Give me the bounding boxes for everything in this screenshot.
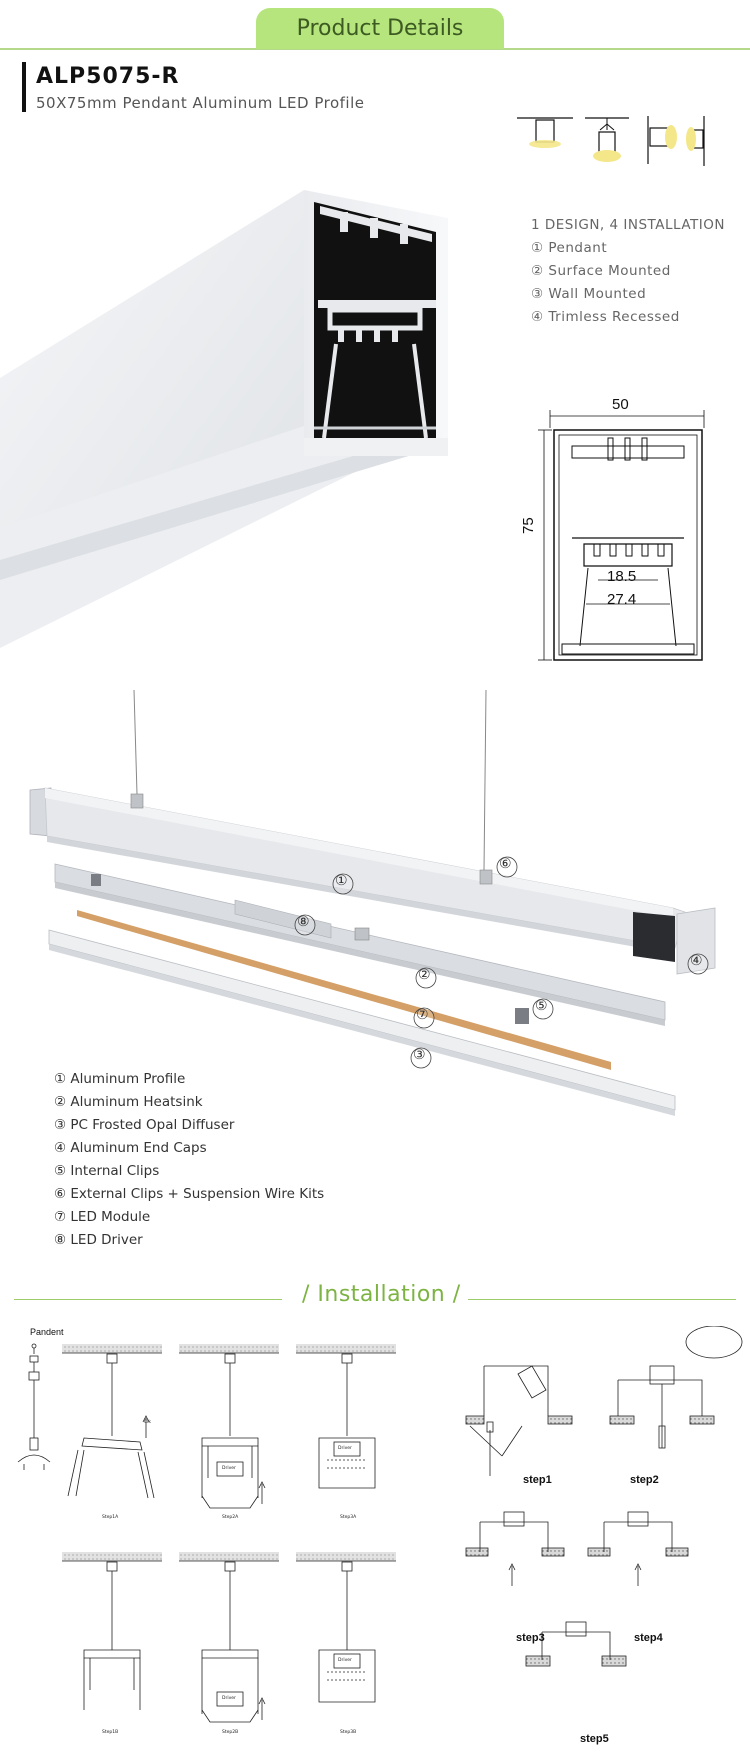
pendant-label: Pandent (30, 1327, 64, 1337)
callout-3: ③ (413, 1047, 426, 1063)
title-accent-bar (22, 62, 26, 112)
dimension-width: 50 (612, 396, 629, 413)
installation-divider-right (468, 1299, 736, 1300)
recessed-step-label: step1 (523, 1474, 552, 1486)
profile-3d-render (0, 190, 448, 648)
pendant-step-label: Step2A (222, 1515, 239, 1520)
callout-1: ① (335, 873, 348, 889)
driver-label: Driver (222, 1696, 236, 1701)
product-code: ALP5075-R (36, 64, 180, 89)
design-option: ③ Wall Mounted (531, 286, 647, 302)
suspension-kit-icon (17, 1343, 51, 1470)
pendant-step-label: Step3B (340, 1730, 357, 1735)
part-item: ④ Aluminum End Caps (54, 1140, 207, 1156)
installation-type-icons (517, 116, 705, 166)
header-divider (0, 48, 750, 50)
design-option: ② Surface Mounted (531, 263, 671, 279)
recessed-step-label: step5 (580, 1733, 609, 1745)
pendant-icon (517, 117, 573, 148)
surface-mounted-icon (585, 117, 629, 162)
part-item: ⑦ LED Module (54, 1209, 151, 1225)
pendant-step-label: Step3A (340, 1515, 357, 1520)
dimension-inner-top: 18.5 (607, 568, 637, 585)
driver-label: Driver (338, 1446, 352, 1451)
recessed-installation-diagrams (465, 1326, 743, 1667)
recessed-step-label: step2 (630, 1474, 659, 1486)
callout-8: ⑧ (297, 914, 310, 930)
recessed-step-label: step3 (516, 1632, 545, 1644)
design-option: ① Pendant (531, 240, 608, 256)
part-item: ① Aluminum Profile (54, 1071, 186, 1087)
parts-list: ① Aluminum Profile ② Aluminum Heatsink ③… (54, 1068, 324, 1252)
part-item: ⑤ Internal Clips (54, 1163, 160, 1179)
wall-mounted-icon (647, 116, 677, 164)
trimless-recessed-icon (686, 116, 705, 166)
callout-5: ⑤ (535, 998, 548, 1014)
installation-title: / Installation / (302, 1282, 461, 1307)
part-item: ⑥ External Clips + Suspension Wire Kits (54, 1186, 325, 1202)
callout-7: ⑦ (416, 1007, 429, 1023)
part-item: ② Aluminum Heatsink (54, 1094, 203, 1110)
product-details-tab: Product Details (256, 8, 504, 49)
dimension-height: 75 (520, 517, 537, 534)
callout-6: ⑥ (499, 856, 512, 872)
dimension-inner-bottom: 27.4 (607, 591, 637, 608)
callout-2: ② (418, 967, 431, 983)
part-item: ⑧ LED Driver (54, 1232, 143, 1248)
dimension-drawing (538, 410, 705, 661)
pendant-step-label: Step2B (222, 1730, 239, 1735)
design-option: ④ Trimless Recessed (531, 309, 680, 325)
pendant-installation-diagrams (17, 1343, 396, 1723)
pendant-step-label: Step1B (102, 1730, 119, 1735)
clk-label: Clk (144, 1420, 151, 1425)
installation-divider-left (14, 1299, 282, 1300)
recessed-step-label: step4 (634, 1632, 663, 1644)
product-description: 50X75mm Pendant Aluminum LED Profile (36, 94, 365, 112)
callout-4: ④ (690, 953, 703, 969)
exploded-view (29, 689, 716, 1116)
part-item: ③ PC Frosted Opal Diffuser (54, 1117, 235, 1133)
design-heading: 1 DESIGN, 4 INSTALLATION (531, 217, 725, 233)
pendant-step-label: Step1A (102, 1515, 119, 1520)
driver-label: Driver (338, 1658, 352, 1663)
design-options: 1 DESIGN, 4 INSTALLATION ① Pendant ② Sur… (531, 214, 725, 329)
driver-label: Driver (222, 1466, 236, 1471)
